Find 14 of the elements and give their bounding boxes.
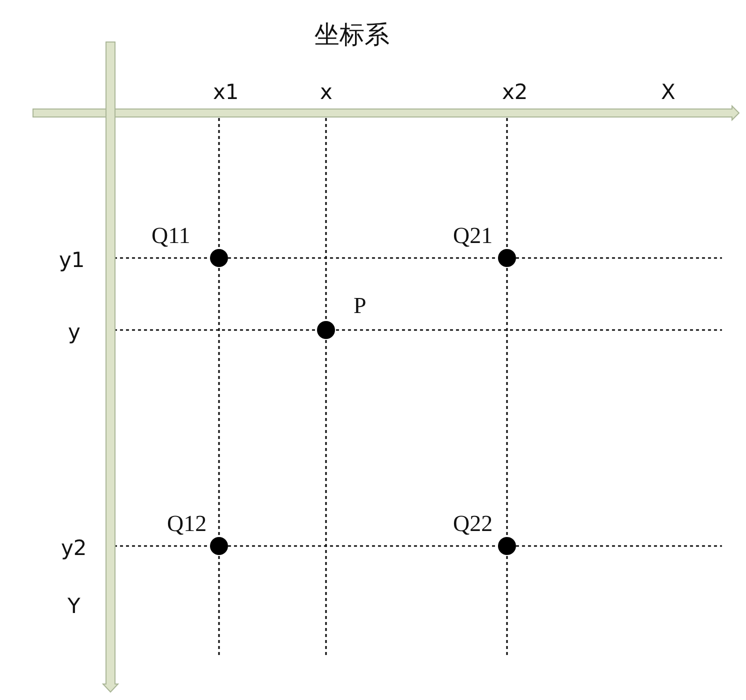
point-label: P (354, 293, 366, 319)
point-label: Q22 (453, 511, 493, 537)
axis-label: X (661, 80, 676, 104)
point-label: Q12 (167, 511, 207, 537)
axis-label: Y (68, 594, 80, 618)
axis-label: x2 (502, 80, 528, 104)
axis-label: y1 (59, 248, 85, 272)
point-label: Q11 (152, 223, 190, 249)
axis-label: x1 (213, 80, 239, 104)
axis-label: y2 (61, 536, 87, 560)
title: 坐标系 (314, 18, 390, 50)
axis-label: x (320, 80, 332, 104)
axis-label: y (68, 320, 80, 344)
point-label: Q21 (453, 223, 493, 249)
